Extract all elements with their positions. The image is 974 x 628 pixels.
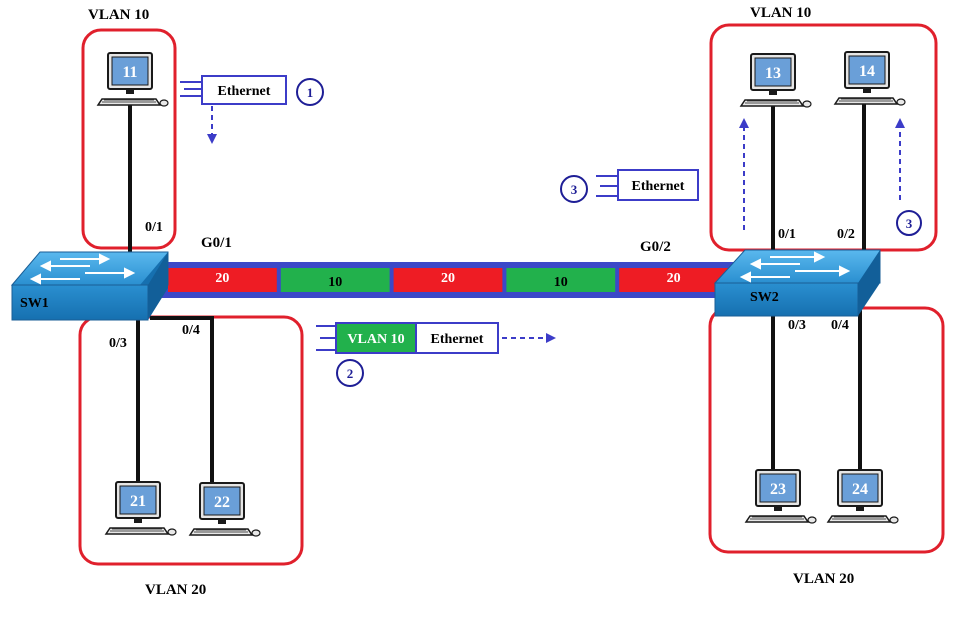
pc-13[interactable]: 13 (740, 53, 812, 108)
sw2-vlan20-box (708, 306, 945, 554)
frame-ethernet-label: Ethernet (632, 179, 685, 194)
step2-frame: VLAN 10 Ethernet 2 (316, 322, 556, 387)
step-3-arrow-badge (896, 210, 922, 236)
step-3-arrow-number: 3 (906, 216, 913, 231)
frame-ethernet-label: Ethernet (431, 332, 484, 347)
trunk-segment-label: 20 (215, 271, 229, 286)
pc-22[interactable]: 22 (189, 482, 261, 537)
cable-sw1-pc22 (150, 316, 214, 490)
pc-24[interactable]: 24 (827, 469, 899, 524)
switch-sw2[interactable]: SW2 (713, 249, 881, 317)
step-3-badge (560, 175, 588, 203)
port-labels: 0/1 0/3 0/4 G0/1 G0/2 0/1 0/2 0/3 0/4 (109, 220, 855, 351)
switch-label-sw1: SW1 (20, 296, 49, 311)
step-3-number: 3 (571, 182, 578, 197)
vlan-label-sw2-top: VLAN 10 (750, 5, 811, 21)
sw1-vlan20-box (78, 315, 304, 566)
trunk-segment-vlan-20 (619, 268, 728, 292)
port-label-sw1-0-3: 0/3 (109, 336, 127, 351)
port-label-sw2-g0-2: G0/2 (640, 239, 671, 255)
pc-14[interactable]: 14 (834, 51, 906, 106)
frame-vlan-tag-label: VLAN 10 (347, 332, 404, 347)
pc-23[interactable]: 23 (745, 469, 817, 524)
trunk-segment-vlan-20 (393, 268, 503, 292)
port-label-sw1-0-1: 0/1 (145, 220, 163, 235)
vlan-label-sw2-bottom: VLAN 20 (793, 571, 854, 587)
pc-label: 14 (859, 63, 875, 80)
trunk-segment-label: 10 (328, 275, 342, 290)
trunk-segment-vlan-20 (168, 268, 277, 292)
pc-label: 24 (852, 481, 868, 498)
trunk-segments: 20 10 20 10 20 (168, 268, 728, 292)
cables (128, 103, 866, 490)
pc-label: 23 (770, 481, 786, 498)
port-label-sw2-0-4: 0/4 (831, 318, 849, 333)
port-label-sw1-g0-1: G0/1 (201, 235, 232, 251)
pc-label: 22 (214, 494, 230, 511)
pc-label: 11 (122, 64, 137, 81)
port-label-sw2-0-3: 0/3 (788, 318, 806, 333)
pc-label: 21 (130, 493, 146, 510)
port-label-sw1-0-4: 0/4 (182, 323, 200, 338)
trunk-segment-vlan-10 (506, 268, 616, 292)
pc-21[interactable]: 21 (105, 481, 177, 536)
trunk-segment-label: 20 (441, 271, 455, 286)
step-1-badge (296, 78, 324, 106)
vlan-label-sw1-bottom: VLAN 20 (145, 582, 206, 598)
switch-arrows-icon (29, 253, 136, 285)
port-label-sw2-0-2: 0/2 (837, 227, 855, 242)
step-2-number: 2 (347, 366, 354, 381)
trunk-link: 20 10 20 10 20 (155, 262, 745, 298)
trunk-segment-label: 10 (554, 275, 568, 290)
pc-11[interactable]: 11 (97, 52, 169, 107)
switch-arrows-icon (739, 251, 851, 283)
step-2-badge (336, 359, 364, 387)
step1-frame: Ethernet 1 (180, 75, 324, 144)
step-1-number: 1 (307, 85, 314, 100)
switch-label-sw2: SW2 (750, 290, 779, 305)
switch-sw1[interactable]: SW1 (10, 251, 169, 321)
pc-label: 13 (765, 65, 781, 82)
trunk-segment-label: 20 (667, 271, 681, 286)
step3-frame: 3 Ethernet (560, 169, 699, 203)
frame-ethernet-label: Ethernet (218, 84, 271, 99)
vlan-label-sw1-top: VLAN 10 (88, 7, 149, 23)
port-label-sw2-0-1: 0/1 (778, 227, 796, 242)
trunk-segment-vlan-10 (280, 268, 390, 292)
